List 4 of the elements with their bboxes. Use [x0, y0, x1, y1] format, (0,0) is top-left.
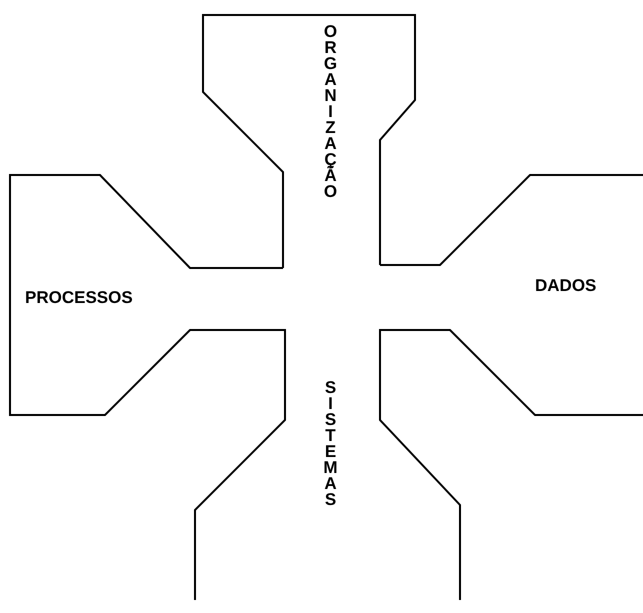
vertical-label: ORGANIZAÇÃO — [322, 22, 339, 198]
vertical-label: SISTEMAS — [322, 378, 339, 506]
region-label: PROCESSOS — [25, 288, 133, 308]
region-label: DADOS — [535, 276, 596, 296]
